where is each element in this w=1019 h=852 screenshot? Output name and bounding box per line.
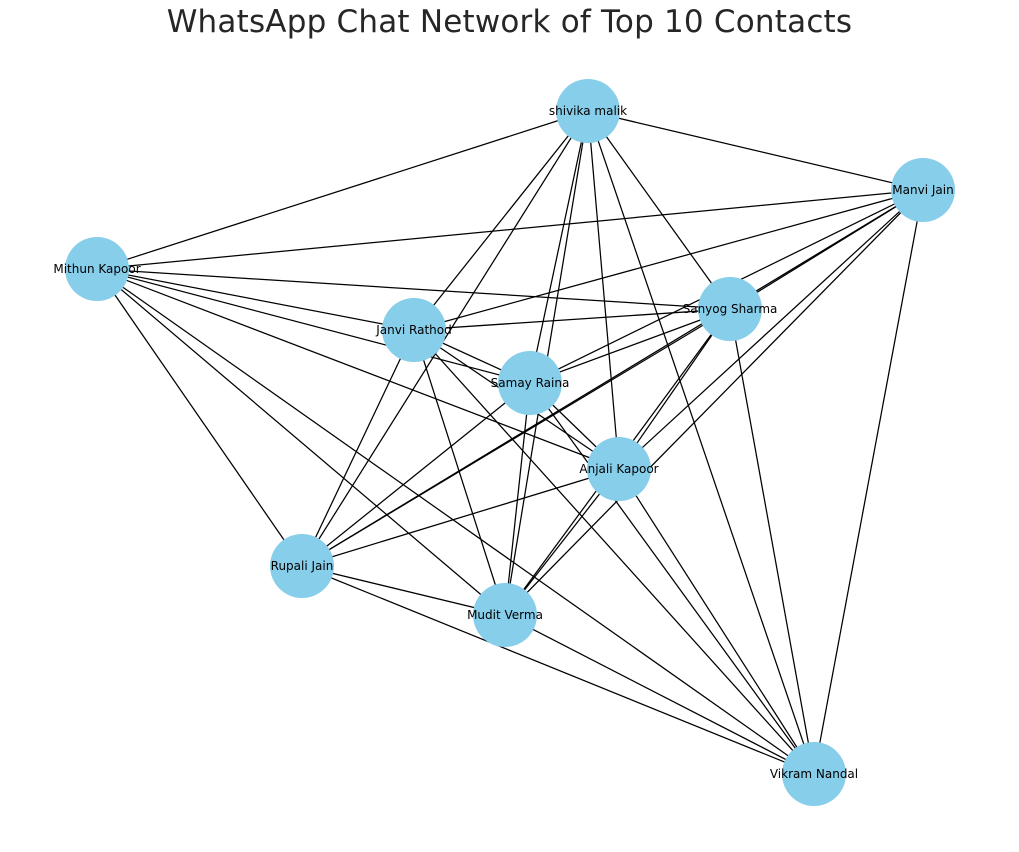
- node-rupali: Rupali Jain: [270, 534, 334, 598]
- edge-manvi-janvi: [413, 189, 924, 331]
- node-circle: [782, 742, 846, 806]
- graph-title: WhatsApp Chat Network of Top 10 Contacts: [166, 4, 853, 40]
- edge-manvi-mudit: [504, 189, 924, 616]
- node-circle: [698, 277, 762, 341]
- edges-layer: [96, 110, 924, 775]
- edge-shivika-janvi: [413, 110, 589, 331]
- node-label: Manvi Jain: [892, 183, 953, 197]
- edge-shivika-manvi: [587, 110, 924, 191]
- edge-shivika-vikram: [587, 110, 815, 775]
- node-label: Mudit Verma: [467, 608, 543, 622]
- node-shivika: shivika malik: [549, 79, 627, 143]
- edge-mithun-anjali: [96, 268, 620, 470]
- node-mudit: Mudit Verma: [467, 583, 543, 647]
- edge-janvi-sanyog: [413, 308, 731, 331]
- edge-shivika-anjali: [587, 110, 620, 470]
- node-label: Anjali Kapoor: [579, 462, 658, 476]
- edge-shivika-mithun: [96, 110, 589, 270]
- node-circle: [498, 351, 562, 415]
- edge-samay-vikram: [529, 382, 815, 775]
- edge-samay-rupali: [301, 382, 531, 567]
- node-vikram: Vikram Nandal: [770, 742, 858, 806]
- node-label: Rupali Jain: [271, 559, 334, 573]
- node-circle: [270, 534, 334, 598]
- edge-manvi-anjali: [618, 189, 924, 470]
- edge-janvi-mudit: [413, 329, 506, 616]
- node-circle: [473, 583, 537, 647]
- edge-rupali-vikram: [301, 565, 815, 775]
- node-label: Samay Raina: [491, 376, 570, 390]
- edge-rupali-mudit: [301, 565, 506, 616]
- node-circle: [65, 237, 129, 301]
- edge-sanyog-rupali: [301, 308, 731, 567]
- node-circle: [556, 79, 620, 143]
- node-mithun: Mithun Kapoor: [53, 237, 141, 301]
- edge-mudit-vikram: [504, 614, 815, 775]
- edge-mithun-rupali: [96, 268, 303, 567]
- node-circle: [587, 437, 651, 501]
- node-label: Sanyog Sharma: [683, 302, 778, 316]
- edge-mithun-sanyog: [96, 268, 731, 310]
- edge-mithun-vikram: [96, 268, 815, 775]
- edge-samay-mudit: [504, 382, 531, 616]
- node-label: Mithun Kapoor: [53, 262, 140, 276]
- edge-shivika-rupali: [301, 110, 589, 567]
- edge-sanyog-samay: [529, 308, 731, 384]
- node-label: shivika malik: [549, 104, 627, 118]
- node-circle: [382, 298, 446, 362]
- edge-mithun-janvi: [96, 268, 415, 331]
- node-sanyog: Sanyog Sharma: [683, 277, 778, 341]
- node-anjali: Anjali Kapoor: [579, 437, 659, 501]
- edge-anjali-rupali: [301, 468, 620, 567]
- edge-manvi-mithun: [96, 189, 924, 270]
- node-label: Vikram Nandal: [770, 767, 858, 781]
- edge-shivika-sanyog: [587, 110, 731, 310]
- node-samay: Samay Raina: [491, 351, 570, 415]
- edge-janvi-vikram: [413, 329, 815, 775]
- edge-sanyog-vikram: [729, 308, 815, 775]
- edge-shivika-samay: [529, 110, 589, 384]
- edge-anjali-vikram: [618, 468, 815, 775]
- edge-janvi-rupali: [301, 329, 415, 567]
- node-manvi: Manvi Jain: [891, 158, 955, 222]
- node-circle: [891, 158, 955, 222]
- node-janvi: Janvi Rathod: [375, 298, 452, 362]
- edge-mithun-samay: [96, 268, 531, 384]
- edge-manvi-vikram: [813, 189, 924, 775]
- node-label: Janvi Rathod: [375, 323, 451, 337]
- edge-mithun-mudit: [96, 268, 506, 616]
- edge-sanyog-anjali: [618, 308, 731, 470]
